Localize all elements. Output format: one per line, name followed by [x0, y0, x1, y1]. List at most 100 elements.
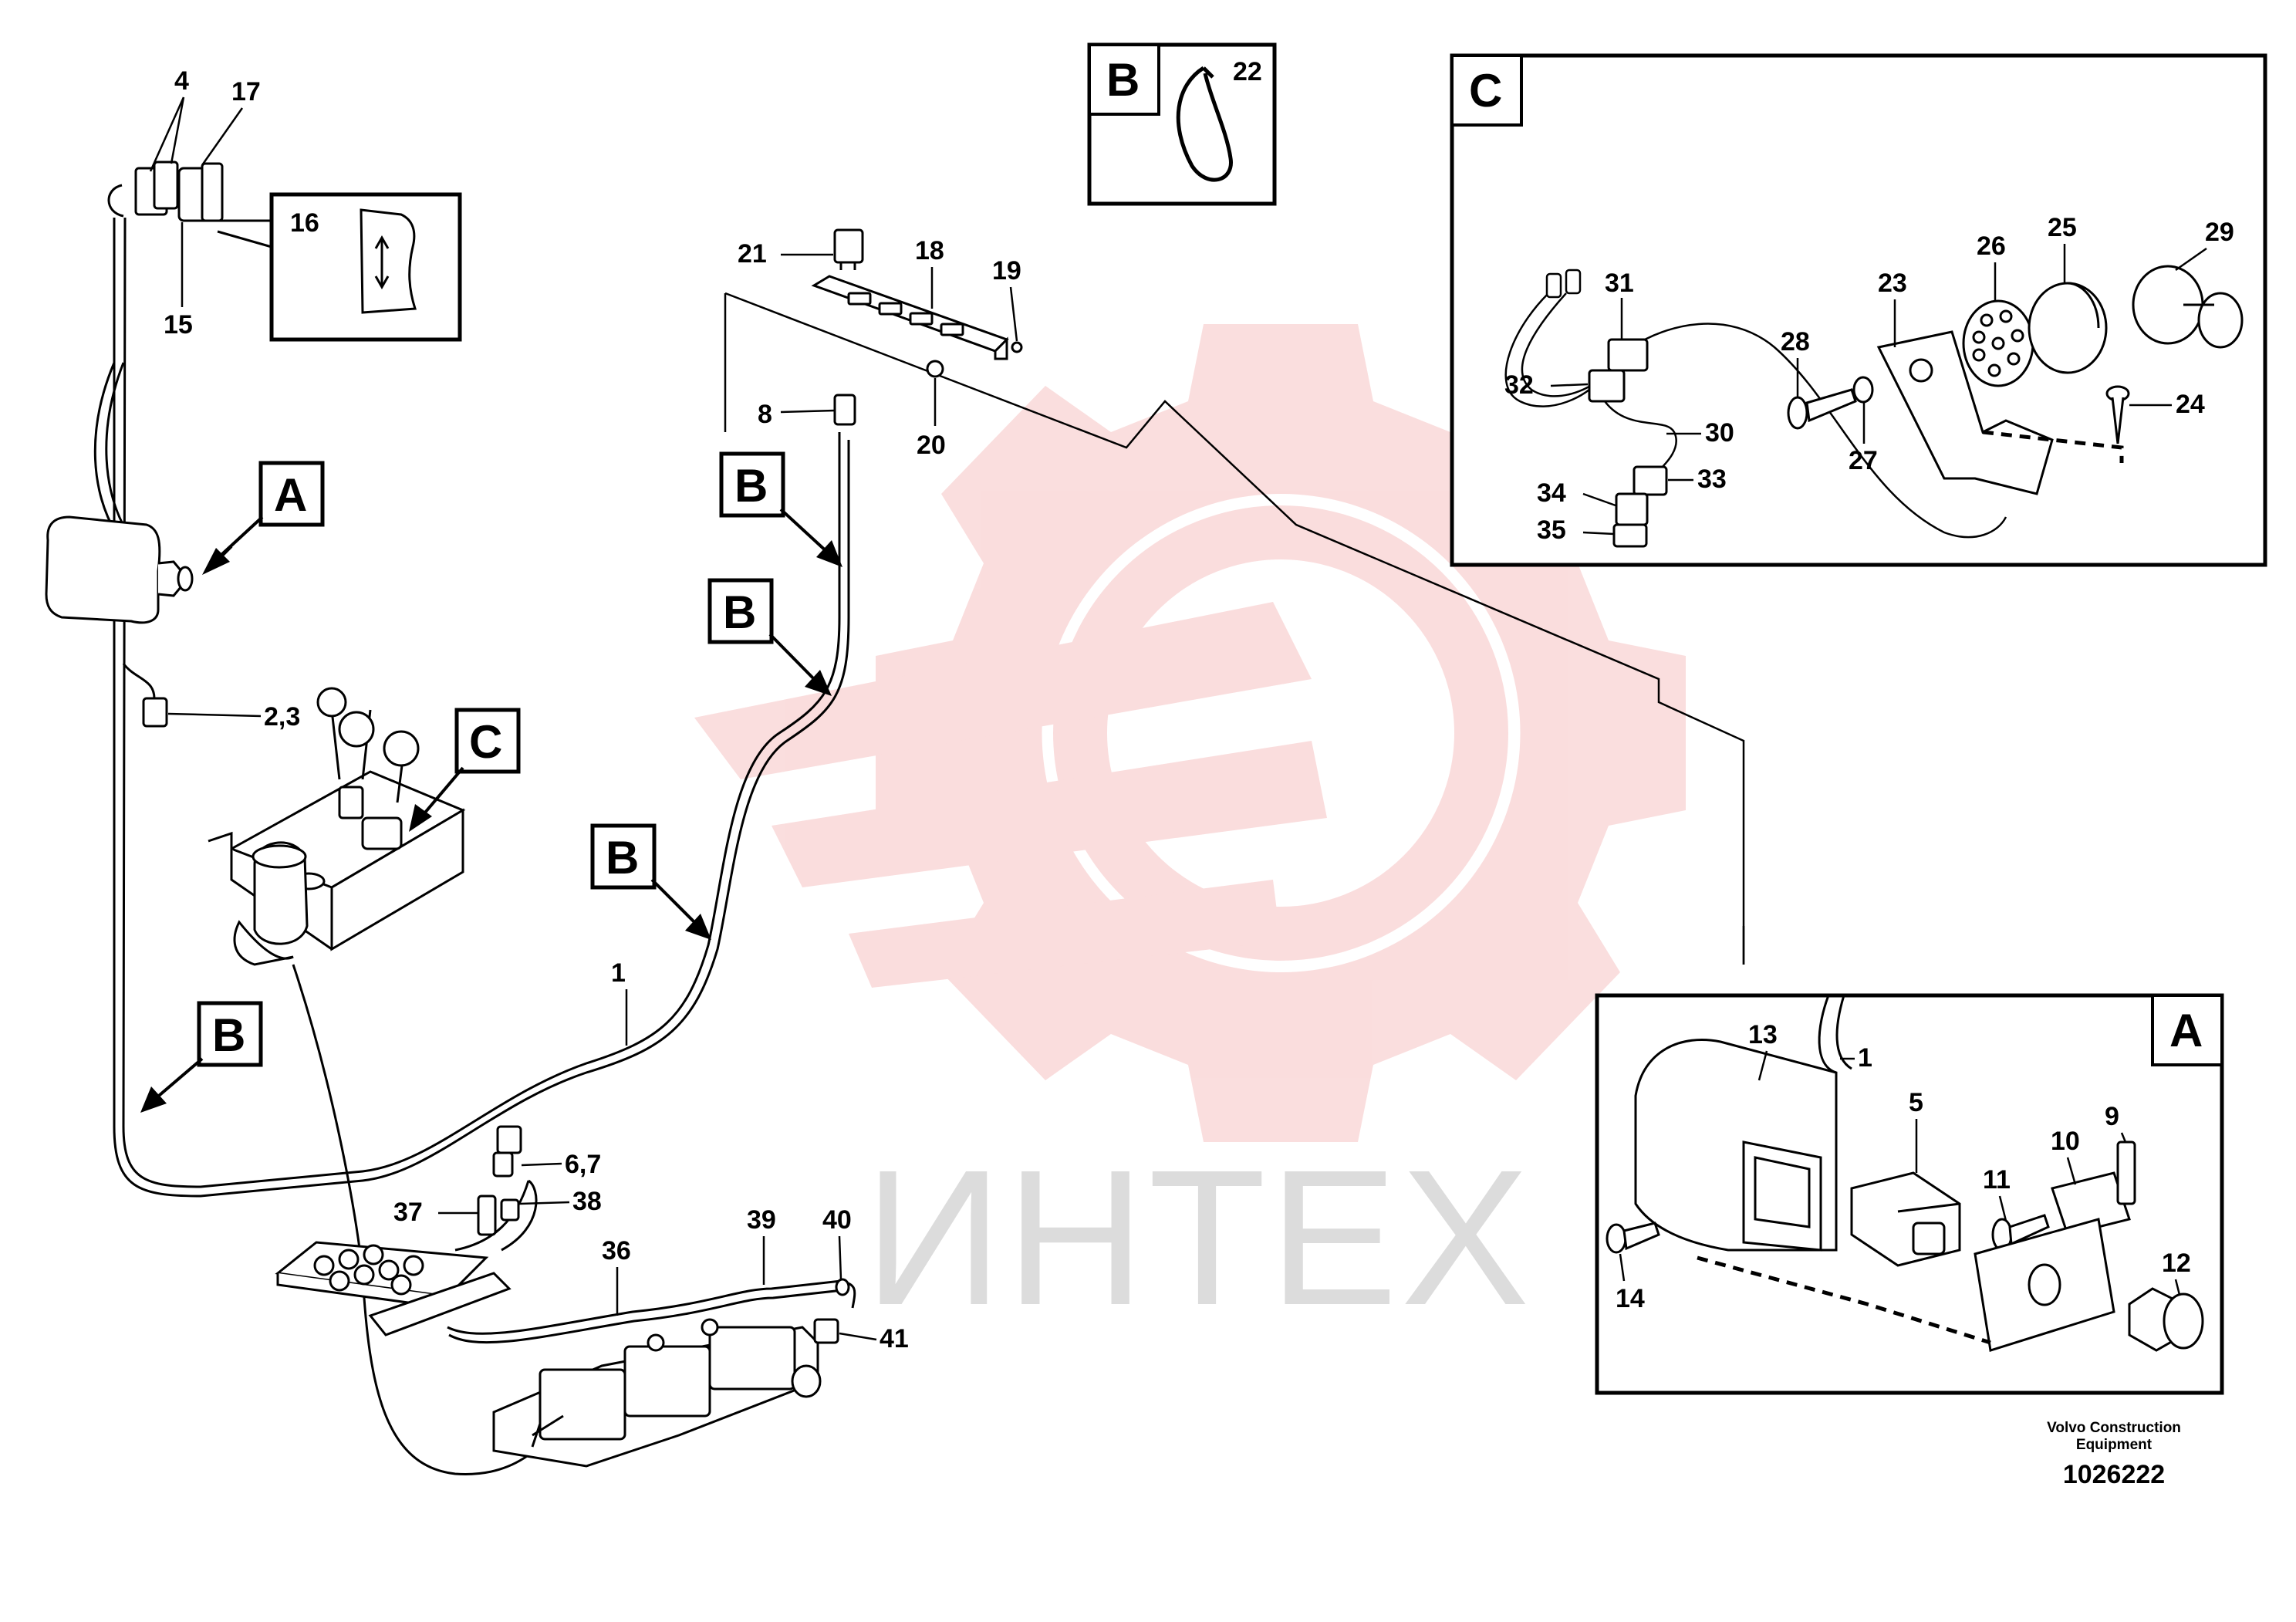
screw-28: [1787, 388, 1857, 430]
callout-1-detail: 1: [1858, 1043, 1872, 1073]
callout-20: 20: [917, 431, 946, 460]
valve-block: [492, 1318, 822, 1468]
callout-12: 12: [2162, 1249, 2191, 1278]
screw-14: [1606, 1222, 1660, 1254]
hose-clamp: [813, 1278, 850, 1344]
callout-26: 26: [1977, 231, 2006, 261]
tie-strap-icon: [1176, 66, 1233, 182]
connector-6-7: [492, 1125, 522, 1178]
screw-24: [2105, 385, 2130, 444]
callout-8: 8: [758, 400, 772, 429]
detail-c-label: C: [1469, 65, 1502, 117]
callout-6-7: 6,7: [565, 1150, 601, 1179]
knob-12: [2128, 1287, 2204, 1352]
callout-25: 25: [2048, 213, 2077, 242]
callout-28: 28: [1781, 327, 1810, 357]
callout-29: 29: [2205, 218, 2234, 247]
screw-11: [1991, 1214, 2050, 1252]
callout-18: 18: [915, 236, 944, 265]
detail-box-a: A: [1595, 993, 2224, 1395]
plate-10: [2051, 1171, 2131, 1236]
housing-13: [1634, 1039, 1838, 1252]
callout-11: 11: [1983, 1165, 2011, 1195]
watermark-swoosh: [694, 602, 1327, 988]
callout-41: 41: [880, 1324, 909, 1353]
ref-b2-label: B: [723, 586, 756, 638]
callout-16: 16: [290, 208, 319, 238]
drawing-number: 1026222: [2063, 1460, 2165, 1489]
callout-35: 35: [1537, 515, 1566, 545]
ref-box-a-main: A: [202, 461, 325, 575]
ref-box-b-2: B: [707, 578, 832, 696]
detail-box-c: C: [1450, 53, 2267, 567]
connector-31-32: [1588, 338, 1649, 403]
main-harness: [93, 217, 856, 1475]
bracket-plate: [1974, 1218, 2115, 1352]
callout-39: 39: [747, 1205, 776, 1235]
switch-body-5: [1850, 1171, 1961, 1267]
foot-pedal: [275, 1241, 512, 1336]
bracket-23: [1876, 330, 2054, 495]
callout-40: 40: [822, 1205, 852, 1235]
watermark-inner-ring: [1053, 505, 1508, 961]
relay-bracket: [811, 228, 1023, 426]
callout-22: 22: [1233, 57, 1262, 86]
company-line-1: Volvo Construction: [2047, 1420, 2181, 1436]
callout-31: 31: [1605, 269, 1634, 298]
callout-14: 14: [1616, 1284, 1645, 1313]
lever-console: [208, 687, 466, 966]
callout-13: 13: [1748, 1020, 1778, 1049]
callout-38: 38: [572, 1187, 602, 1216]
ref-a-label: A: [274, 469, 307, 521]
callout-17: 17: [231, 77, 261, 106]
callout-9: 9: [2105, 1102, 2119, 1131]
detail-c-wires: [1504, 285, 2007, 539]
switch-cluster-top: [107, 161, 224, 222]
callout-27: 27: [1849, 446, 1878, 475]
watermark-text: ИНТЕХ: [864, 1130, 1532, 1345]
company-line-2: Equipment: [2076, 1437, 2152, 1453]
callout-21: 21: [738, 239, 767, 269]
grommet-26: [1962, 299, 2034, 387]
callout-2-3: 2,3: [264, 702, 300, 732]
callout-5: 5: [1909, 1088, 1923, 1117]
assembly-line-c: [1982, 430, 2124, 463]
panel-outline: [724, 292, 1745, 965]
ref-b1-label: B: [734, 460, 768, 512]
detail-a-cable: [1818, 995, 1852, 1074]
switch-symbol-icon: [360, 208, 417, 314]
leader-16: [217, 219, 272, 248]
callout-4: 4: [174, 66, 189, 96]
callout-10: 10: [2051, 1127, 2080, 1156]
detail-a-label: A: [2169, 1005, 2203, 1056]
callout-24: 24: [2176, 390, 2205, 419]
connector-37-38: [477, 1195, 520, 1236]
ref-b4-label: B: [212, 1009, 245, 1061]
callout-30: 30: [1705, 418, 1734, 448]
callout-36: 36: [602, 1236, 631, 1265]
callout-32: 32: [1504, 370, 1534, 400]
callout-15: 15: [164, 310, 193, 340]
ref-box-b-1: B: [719, 451, 842, 567]
clip-9: [2116, 1140, 2136, 1205]
callout-1: 1: [611, 958, 626, 988]
callout-33: 33: [1697, 465, 1727, 494]
connector-2-3: [142, 697, 168, 728]
ref-box-c-main: C: [409, 708, 521, 832]
wire-terminals: [1545, 269, 1582, 299]
detail-box-16: 16: [217, 192, 462, 342]
ref-b3-label: B: [606, 832, 639, 884]
ref-box-b-3: B: [590, 823, 711, 940]
ref-c-label: C: [469, 716, 502, 768]
ref-box-b-4: B: [140, 1001, 263, 1113]
washer-27: [1852, 376, 1874, 404]
switch-housing: [45, 515, 194, 624]
callout-37: 37: [393, 1198, 423, 1227]
detail-b-label: B: [1106, 54, 1140, 106]
callout-19: 19: [992, 256, 1021, 286]
assembly-line-a: [1697, 1255, 1991, 1345]
connector-33-35: [1612, 465, 1668, 548]
cap-25: [2028, 282, 2108, 374]
callout-34: 34: [1537, 478, 1566, 508]
